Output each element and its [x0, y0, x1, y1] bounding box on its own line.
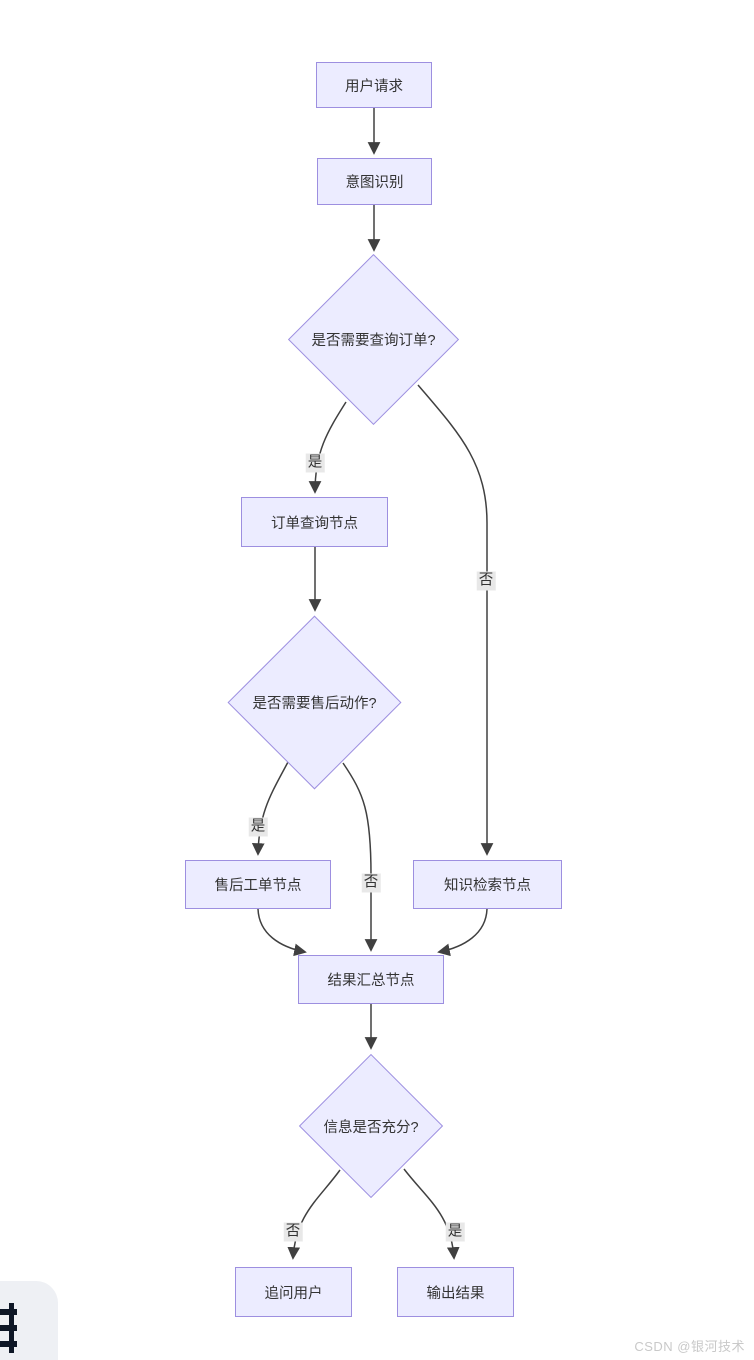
- edge-label-aftersales-yes: 是: [248, 817, 268, 837]
- flow-edge-decision-yes-to-orderquery-node: [308, 401, 347, 494]
- edge-label-info-no: 否: [283, 1222, 303, 1242]
- edge-label-order-no: 否: [476, 571, 496, 591]
- flow-edge-info-no-to-askuser-node: [287, 1169, 341, 1260]
- node-ask-user: 追问用户: [235, 1267, 352, 1317]
- flow-edge-decision-no-to-knowledge-node: [417, 384, 494, 856]
- decision-label: 信息是否充分?: [323, 1119, 419, 1136]
- decision-label: 是否需要售后动作?: [252, 696, 377, 712]
- node-intent-recognition: 意图识别: [317, 158, 432, 205]
- edge-label-info-yes: 是: [445, 1222, 465, 1242]
- node-user-request: 用户请求: [316, 62, 432, 108]
- node-order-query: 订单查询节点: [241, 497, 388, 547]
- edge-label-order-yes: 是: [305, 453, 325, 473]
- flow-edge-aftersales-no-to-summary-node: [342, 762, 378, 952]
- flow-edge-aftersales-yes-to-ticket-node: [251, 761, 289, 856]
- flow-edge-info-yes-to-output-node: [403, 1168, 460, 1260]
- flow-edge-ticket-to-summary-node: [257, 908, 307, 957]
- node-knowledge-retrieval: 知识检索节点: [413, 860, 562, 909]
- node-aftersales-ticket: 售后工单节点: [185, 860, 331, 909]
- flow-edge-knowledge-to-summary-node: [437, 908, 488, 957]
- csdn-watermark: CSDN @银河技术: [634, 1339, 745, 1354]
- node-result-summary: 结果汇总节点: [298, 955, 444, 1004]
- decision-label: 是否需要查询订单?: [311, 333, 436, 349]
- node-output-result: 输出结果: [397, 1267, 514, 1317]
- sliders-icon: [0, 1303, 17, 1353]
- edge-label-aftersales-no: 否: [361, 873, 381, 893]
- floating-toolbar-button[interactable]: [0, 1281, 58, 1360]
